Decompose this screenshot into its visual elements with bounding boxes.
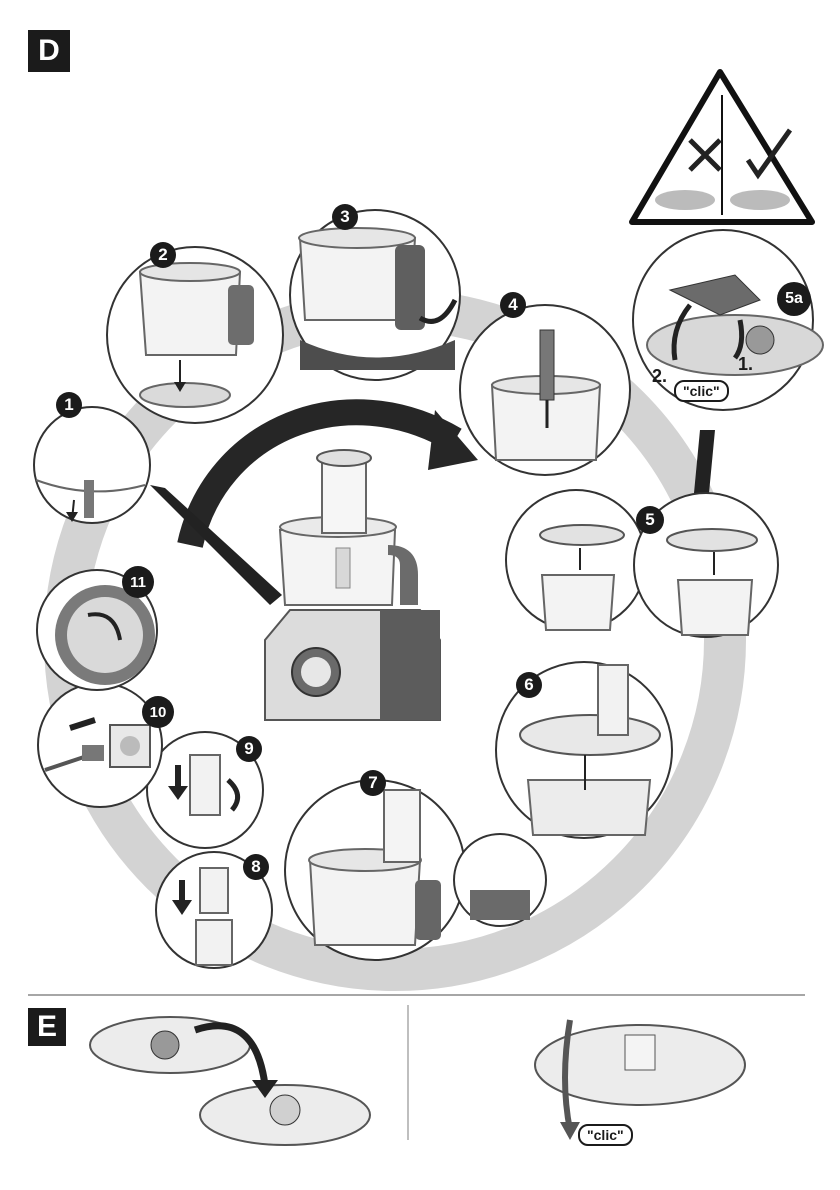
step-number-3: 3 xyxy=(332,204,358,230)
step-number-8: 8 xyxy=(243,854,269,880)
feed-tube xyxy=(322,458,366,533)
step-number-9: 9 xyxy=(236,736,262,762)
step1-panel xyxy=(34,407,150,523)
step-number-2: 2 xyxy=(150,242,176,268)
step10-panel xyxy=(38,683,162,807)
step-number-10: 10 xyxy=(142,696,174,728)
e-disc-lock-right xyxy=(535,1020,745,1140)
step2-panel xyxy=(107,247,283,423)
section-d-label: D xyxy=(28,30,70,72)
step-number-6: 6 xyxy=(516,672,542,698)
e-disc-flip-left xyxy=(90,1017,370,1145)
step-number-5a: 5a xyxy=(777,282,811,316)
step4-panel xyxy=(460,305,630,475)
step-number-5: 5 xyxy=(636,506,664,534)
step5-panel-left xyxy=(506,490,646,630)
food-processor xyxy=(265,450,440,720)
step-number-7: 7 xyxy=(360,770,386,796)
step-number-4: 4 xyxy=(500,292,526,318)
step3-panel xyxy=(290,210,460,380)
step5a-clic-label: "clic" xyxy=(674,380,729,402)
section-e-clic-label: "clic" xyxy=(578,1124,633,1146)
step-number-11: 11 xyxy=(122,566,154,598)
warning-triangle xyxy=(632,72,812,222)
step5a-label-second: 2. xyxy=(652,366,667,387)
step-number-1: 1 xyxy=(56,392,82,418)
section-e-label: E xyxy=(28,1008,66,1046)
step5a-label-first: 1. xyxy=(738,354,753,375)
